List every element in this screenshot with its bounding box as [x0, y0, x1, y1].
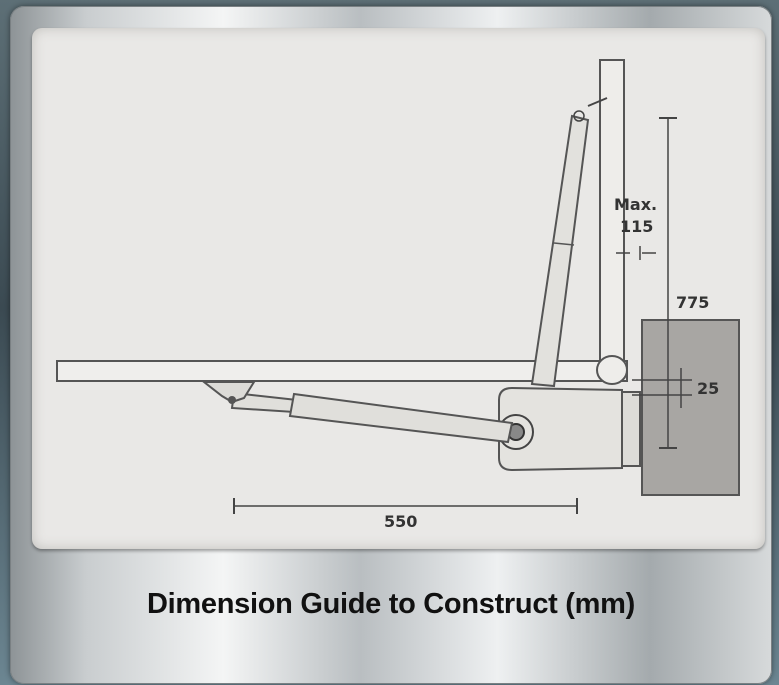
length-value: 550	[384, 512, 417, 531]
pillar	[641, 319, 740, 496]
diagram-panel: Max. 115 775 25 550	[32, 28, 765, 549]
max-gap-label: Max.	[614, 195, 657, 214]
open-arm	[530, 114, 590, 388]
caption: Dimension Guide to Construct (mm)	[147, 588, 635, 620]
arm-bracket	[201, 381, 256, 404]
arm-cylinder	[288, 392, 514, 444]
height-value: 775	[676, 293, 709, 312]
mounting-plate	[621, 391, 641, 467]
open-arm-pivot	[573, 110, 585, 122]
offset-value: 25	[697, 379, 719, 398]
open-arm-joint	[553, 242, 575, 246]
max-gap-value: 115	[620, 217, 653, 236]
hinge-roller	[596, 355, 628, 385]
gear-box	[498, 386, 623, 472]
arm-pivot	[228, 396, 236, 404]
dimension-diagram: Max. 115 775 25 550	[56, 59, 740, 531]
open-arm-bracket	[587, 97, 608, 107]
